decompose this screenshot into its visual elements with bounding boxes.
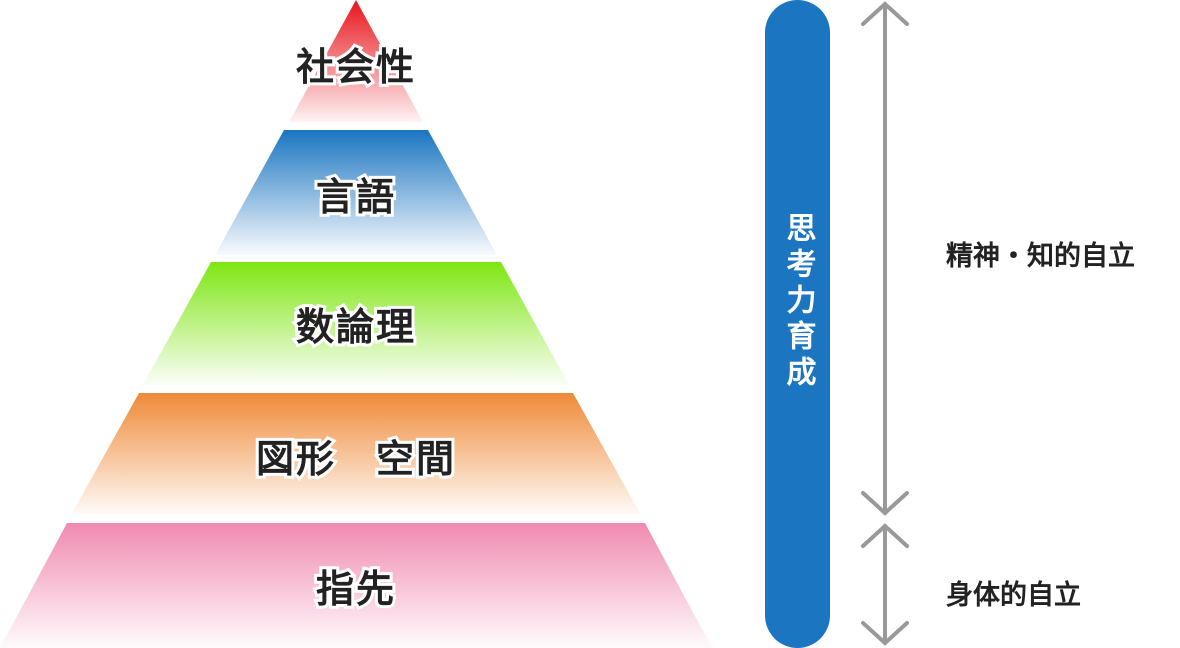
level-label-language: 言語 — [316, 175, 396, 219]
level-label-fingertips: 指先 — [316, 567, 396, 611]
pyramid-level-shape — [71, 393, 641, 515]
thinking-skills-bar — [765, 0, 830, 648]
mental-intellectual-independence-label: 精神・知的自立 — [946, 241, 1135, 272]
upper-range-arrow — [861, 1, 909, 516]
level-label-logic: 数論理 — [296, 305, 416, 349]
pyramid-level-logic — [143, 262, 569, 385]
level-label-social: 社会性 — [296, 45, 416, 89]
thinking-skills-label: 思考力育成 — [780, 212, 816, 392]
pyramid-level-language — [215, 130, 497, 255]
level-label-shape-space: 図形 空間 — [256, 437, 456, 481]
physical-independence-label: 身体的自立 — [946, 580, 1081, 611]
pyramid-level-social — [289, 0, 423, 122]
pyramid-level-fingertips — [0, 523, 712, 648]
lower-range-arrow — [861, 523, 909, 646]
